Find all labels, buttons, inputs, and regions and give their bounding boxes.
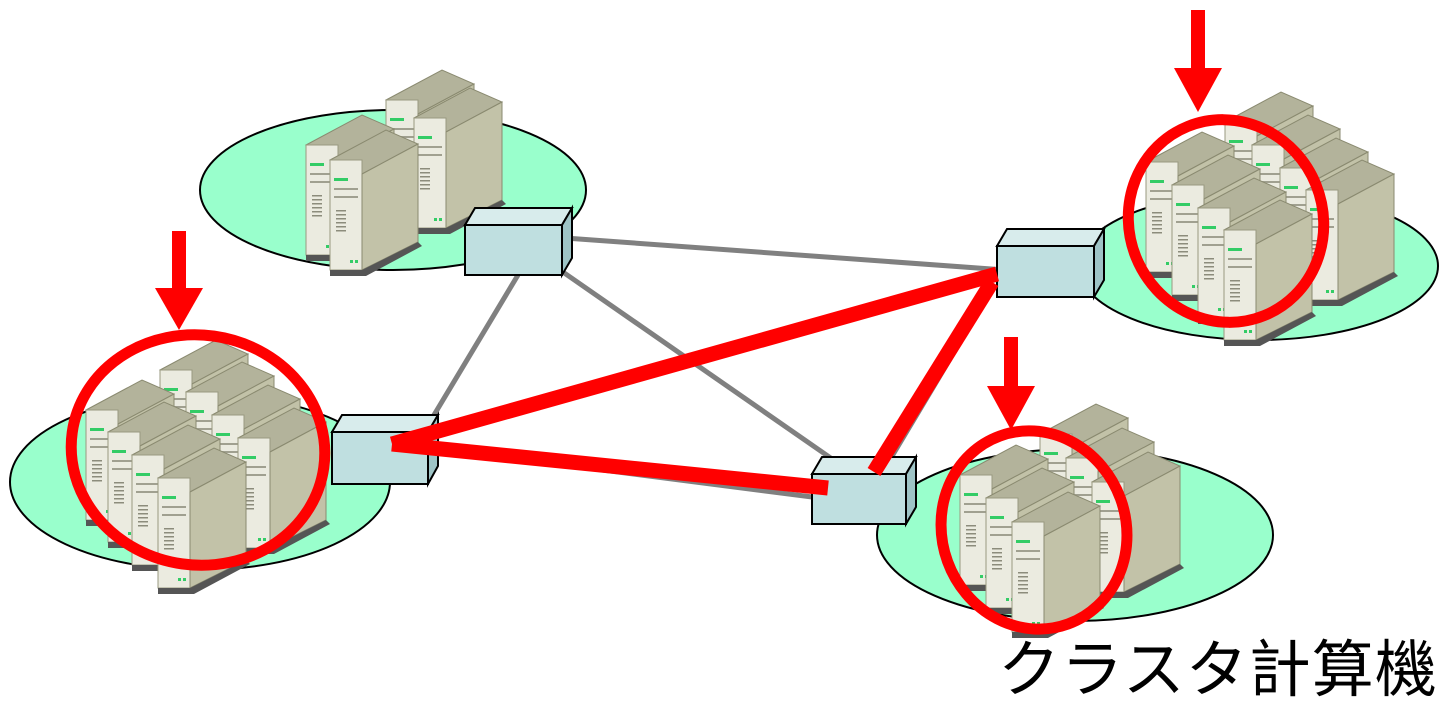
link-topleft-bottomright <box>558 267 850 473</box>
selection-circle-bottom-right <box>935 425 1133 635</box>
red-link-topright-bottomright <box>867 278 999 476</box>
link-topleft-topright <box>564 235 1006 273</box>
selection-circles <box>65 114 1330 635</box>
down-arrow-icon <box>155 231 203 330</box>
red-link-left-topright <box>389 266 1000 452</box>
link-topleft-left <box>422 273 521 432</box>
network-switch-icon <box>995 225 1106 301</box>
caption-label: クラスタ計算機 <box>998 633 1438 706</box>
down-arrow-icon <box>987 337 1035 430</box>
network-switch-icon <box>330 411 440 488</box>
highlighted-links <box>389 266 1000 496</box>
network-switch-icon <box>463 204 574 279</box>
selection-circle-top-right <box>1122 114 1330 328</box>
red-link-left-bottomright <box>391 436 829 496</box>
down-arrow-icon <box>1174 10 1222 112</box>
selection-circle-left <box>65 329 331 571</box>
